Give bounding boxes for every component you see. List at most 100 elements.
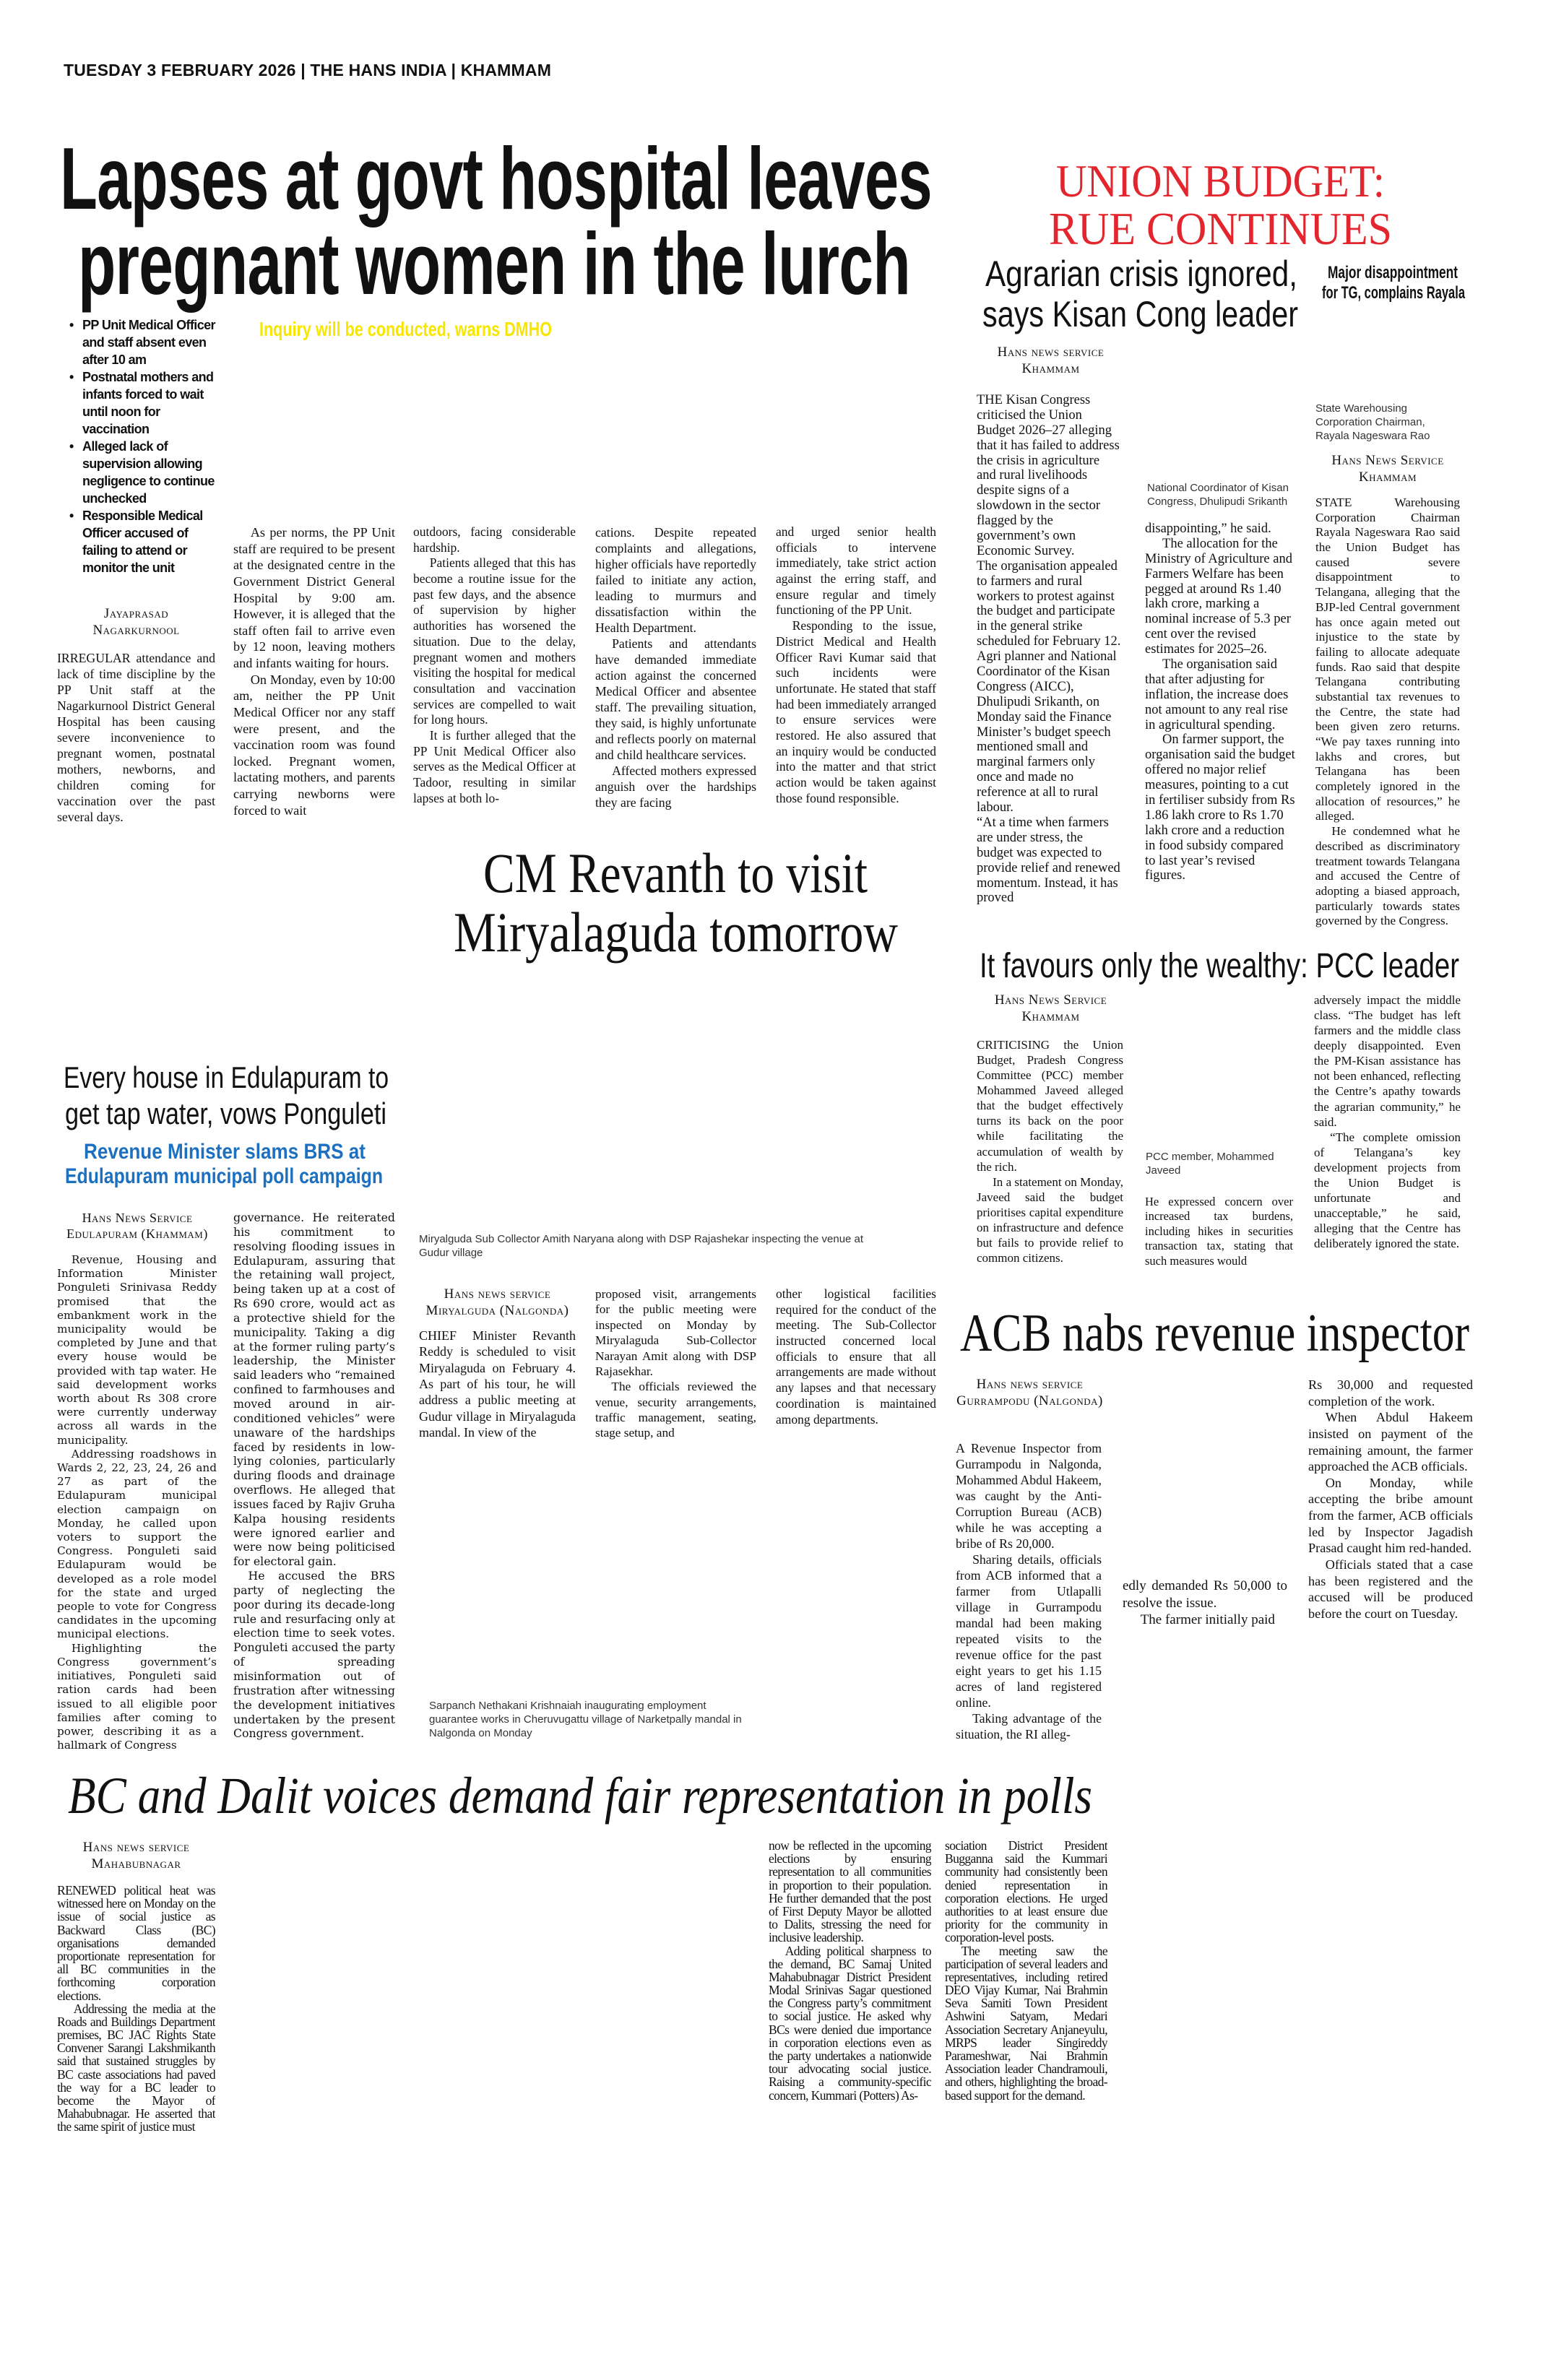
paragraph: other logistical facilities required for… (776, 1286, 936, 1427)
paragraph: Responding to the issue, District Medica… (776, 618, 936, 805)
edulapuram-subhead-line-2: Edulapuram municipal poll campaign (65, 1164, 383, 1189)
byline-service: Hans News Service (1331, 453, 1444, 468)
byline-service: Hans news service (444, 1286, 551, 1302)
rayala-column: STATE Warehousing Corporation Chairman R… (1315, 496, 1460, 929)
cm-photo-caption: Miryalguda Sub Collector Amith Naryana a… (419, 1233, 864, 1259)
headline-text: get tap water, vows Ponguleti (65, 1096, 386, 1130)
paragraph: and urged senior health officials to int… (776, 524, 936, 618)
bc-headline: BC and Dalit voices demand fair represen… (68, 1767, 1092, 1825)
paragraph: governance. He reiterated his commitment… (233, 1211, 395, 1569)
paragraph: Officials stated that a case has been re… (1308, 1557, 1473, 1621)
hospital-highlights: PP Unit Medical Officer and staff absent… (68, 316, 220, 576)
headline-text: BC and Dalit voices demand fair represen… (68, 1767, 1092, 1825)
edulapuram-column-2: governance. He reiterated his commitment… (233, 1211, 395, 1752)
edulapuram-byline: Hans News Service Edulapuram (Khammam) (57, 1210, 217, 1242)
highlight-item: Responsible Medical Officer accused of f… (68, 507, 220, 576)
paragraph: Addressing roadshows in Wards 2, 22, 23,… (57, 1447, 217, 1641)
bc-photo (233, 1842, 753, 2196)
bc-column-3: sociation District President Bugganna sa… (945, 1839, 1107, 2196)
cm-byline: Hans news service Miryalguda (Nalgonda) (419, 1286, 576, 1319)
paragraph: The meeting saw the participation of sev… (945, 1943, 1107, 2103)
paragraph: Patients and attendants have demanded im… (595, 636, 756, 762)
subhead-text: Revenue Minister slams BRS at (84, 1140, 366, 1164)
edulapuram-headline-line-2: get tap water, vows Ponguleti (65, 1096, 386, 1131)
paragraph: Adding political sharpness to the demand… (769, 1943, 931, 2103)
headline-text: Major disappointment (1328, 263, 1458, 282)
rayala-photo-caption: State Warehousing Corporation Chairman, … (1315, 402, 1430, 442)
dateline: TUESDAY 3 FEBRUARY 2026 | THE HANS INDIA… (64, 61, 552, 79)
kisan-photo (1145, 347, 1297, 477)
pcc-byline: Hans News Service Khammam (977, 992, 1125, 1025)
budget-kicker-line-2: RUE CONTINUES (1049, 205, 1392, 253)
paragraph: The officials reviewed the venue, securi… (595, 1380, 756, 1440)
headline-text: Every house in Edulapuram to (64, 1060, 389, 1094)
headline-text: CM Revanth to visit (483, 841, 868, 904)
paragraph: Patients alleged that this has become a … (413, 555, 576, 727)
edulapuram-headline-line-1: Every house in Edulapuram to (64, 1060, 389, 1095)
hospital-column-1: IRREGULAR attendance and lack of time di… (57, 650, 215, 825)
paragraph: In a statement on Monday, Javeed said th… (977, 1174, 1123, 1265)
cm-headline-line-2: Miryalaguda tomorrow (454, 903, 898, 962)
byline-service: Hans News Service (82, 1211, 193, 1225)
byline-place: Khammam (1358, 469, 1417, 485)
byline-place: Nagarkurnool (92, 623, 180, 638)
cm-column-2: proposed visit, arrangements for the pub… (595, 1286, 756, 1442)
bc-byline: Hans news service Mahabubnagar (57, 1839, 215, 1872)
paragraph: CRITICISING the Union Budget, Pradesh Co… (977, 1038, 1123, 1174)
byline-service: Hans news service (976, 1377, 1084, 1392)
paragraph: He accused the BRS party of neglecting t… (233, 1569, 395, 1741)
hospital-column-3: outdoors, facing considerable hardship.P… (413, 524, 576, 825)
paragraph: Sharing details, officials from ACB info… (956, 1552, 1102, 1710)
rayala-byline: Hans News Service Khammam (1315, 452, 1460, 485)
kicker-text: UNION BUDGET: (1056, 155, 1385, 207)
hospital-subhead: Inquiry will be conducted, warns DMHO (259, 318, 552, 341)
highlight-item: Alleged lack of supervision allowing neg… (68, 438, 220, 507)
paragraph: RENEWED political heat was witnessed her… (57, 1884, 215, 2003)
sarpanch-photo-caption: Sarpanch Nethakani Krishnaiah inaugurati… (429, 1700, 742, 1739)
acb-column-1: A Revenue Inspector from Gurrampodu in N… (956, 1440, 1102, 1751)
paragraph: When Abdul Hakeem insisted on payment of… (1308, 1410, 1473, 1474)
paragraph: “The complete omission of Telangana’s ke… (1314, 1130, 1461, 1251)
paragraph: adversely impact the middle class. “The … (1314, 993, 1461, 1129)
pcc-column-1: CRITICISING the Union Budget, Pradesh Co… (977, 1037, 1123, 1268)
kisan-photo-caption: National Coordinator of Kisan Congress, … (1147, 482, 1289, 508)
headline-text: for TG, complains Rayala (1322, 283, 1465, 303)
paragraph: The allocation for the Ministry of Agric… (1145, 536, 1292, 657)
paragraph: The organisation appealed to farmers and… (977, 558, 1121, 649)
acb-photo (1123, 1376, 1289, 1571)
highlight-item: PP Unit Medical Officer and staff absent… (68, 316, 220, 368)
byline-place: Edulapuram (Khammam) (66, 1226, 208, 1241)
acb-byline: Hans news service Gurrampodu (Nalgonda) (956, 1376, 1104, 1409)
cm-column-1: CHIEF Minister Revanth Reddy is schedule… (419, 1328, 576, 1442)
bc-column-1: RENEWED political heat was witnessed her… (57, 1884, 215, 2196)
subhead-text: Edulapuram municipal poll campaign (65, 1164, 383, 1188)
headline-text: Agrarian crisis ignored, (985, 254, 1297, 294)
cm-headline-line-1: CM Revanth to visit (483, 844, 868, 903)
paragraph: He condemned what he described as discri… (1315, 824, 1460, 928)
paragraph: edly demanded Rs 50,000 to resolve the i… (1123, 1578, 1287, 1611)
edulapuram-subhead-line-1: Revenue Minister slams BRS at (84, 1140, 366, 1164)
paragraph: On farmer support, the organisation said… (1145, 732, 1295, 883)
headline-text: says Kisan Cong leader (982, 294, 1298, 334)
rayala-headline-line-1: Major disappointment (1328, 263, 1458, 283)
paragraph: The farmer initially paid (1140, 1612, 1275, 1628)
headline-text: It favours only the wealthy: PCC leader (980, 947, 1459, 985)
headline-text: pregnant women in the lurch (78, 215, 911, 313)
paragraph: Taking advantage of the situation, the R… (956, 1711, 1102, 1741)
pcc-column-2: He expressed concern over increased tax … (1145, 1195, 1293, 1268)
byline-place: Khammam (1021, 361, 1080, 376)
pcc-photo (1145, 997, 1293, 1141)
edulapuram-column-1: Revenue, Housing and Information Ministe… (57, 1253, 217, 1752)
paragraph: He expressed concern over increased tax … (1145, 1195, 1293, 1268)
headline-text: Lapses at govt hospital leaves (60, 129, 933, 228)
paragraph: sociation District President Bugganna sa… (945, 1839, 1107, 1945)
headline-text: ACB nabs revenue inspector (960, 1304, 1469, 1363)
byline-place: Khammam (1021, 1009, 1080, 1024)
pcc-photo-caption: PCC member, Mohammed Javeed (1146, 1151, 1274, 1177)
pcc-headline: It favours only the wealthy: PCC leader (980, 948, 1459, 985)
hospital-column-2: As per norms, the PP Unit staff are requ… (233, 524, 395, 825)
hospital-byline: Jayaprasad Nagarkurnool (57, 605, 215, 639)
byline-place: Miryalguda (Nalgonda) (425, 1303, 569, 1318)
paragraph: It is further alleged that the PP Unit M… (413, 727, 576, 805)
acb-column-3: Rs 30,000 and requested completion of th… (1308, 1377, 1473, 1628)
